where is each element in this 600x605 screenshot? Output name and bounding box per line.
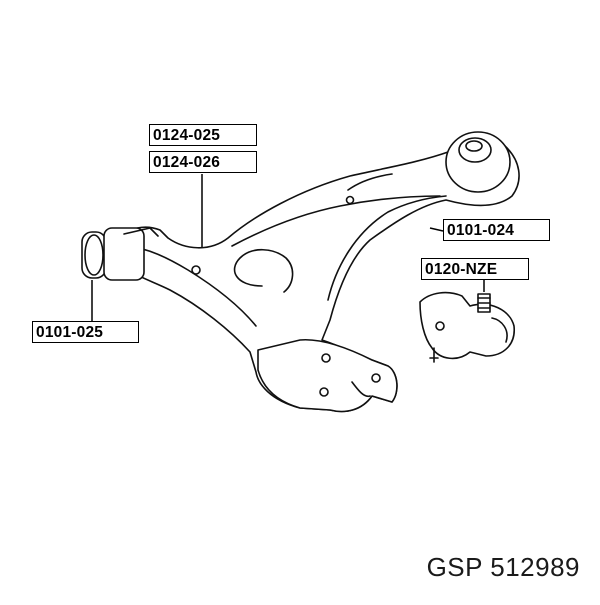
part-label-0124-025: 0124-025 (149, 124, 257, 146)
part-label-0101-025: 0101-025 (32, 321, 139, 343)
clip-ring (233, 248, 294, 293)
part-label-0101-024: 0101-024 (443, 219, 550, 241)
part-label-0124-026: 0124-026 (149, 151, 257, 173)
leader-line-0101-024 (429, 227, 444, 232)
ball-joint (419, 291, 515, 363)
part-label-0120-nze: 0120-NZE (421, 258, 529, 280)
rear-bushing (81, 227, 159, 281)
front-bushing (445, 131, 511, 193)
brand-part-number: GSP 512989 (426, 552, 580, 582)
control-arm-body (119, 145, 520, 413)
